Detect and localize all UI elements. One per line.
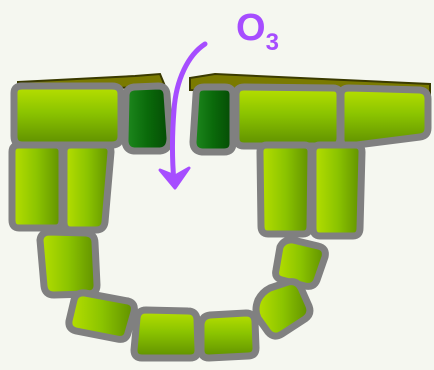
mesophyll-cell <box>201 313 256 358</box>
mesophyll-cell <box>134 310 198 358</box>
mesophyll-cell <box>64 145 111 230</box>
mesophyll-cell <box>260 145 311 234</box>
mesophyll-cell <box>256 282 310 336</box>
guard-cell-right <box>193 87 233 152</box>
guard-cell-left <box>125 86 170 151</box>
epidermal-cell <box>341 88 428 146</box>
ozone-label: O3 <box>236 7 279 56</box>
mesophyll-cells-right <box>256 145 362 336</box>
mesophyll-cells-bottom <box>134 310 256 358</box>
epidermal-cell <box>236 87 340 146</box>
mesophyll-cells-left <box>12 145 134 339</box>
mesophyll-cell <box>276 240 326 287</box>
ozone-label-subscript: 3 <box>266 29 279 56</box>
mesophyll-cell <box>313 145 362 236</box>
guard-cells <box>125 86 233 152</box>
ozone-label-main: O <box>236 7 266 49</box>
epidermal-cell <box>14 86 121 145</box>
mesophyll-cell <box>40 232 97 295</box>
mesophyll-cell <box>12 145 62 228</box>
mesophyll-cell <box>69 293 135 340</box>
